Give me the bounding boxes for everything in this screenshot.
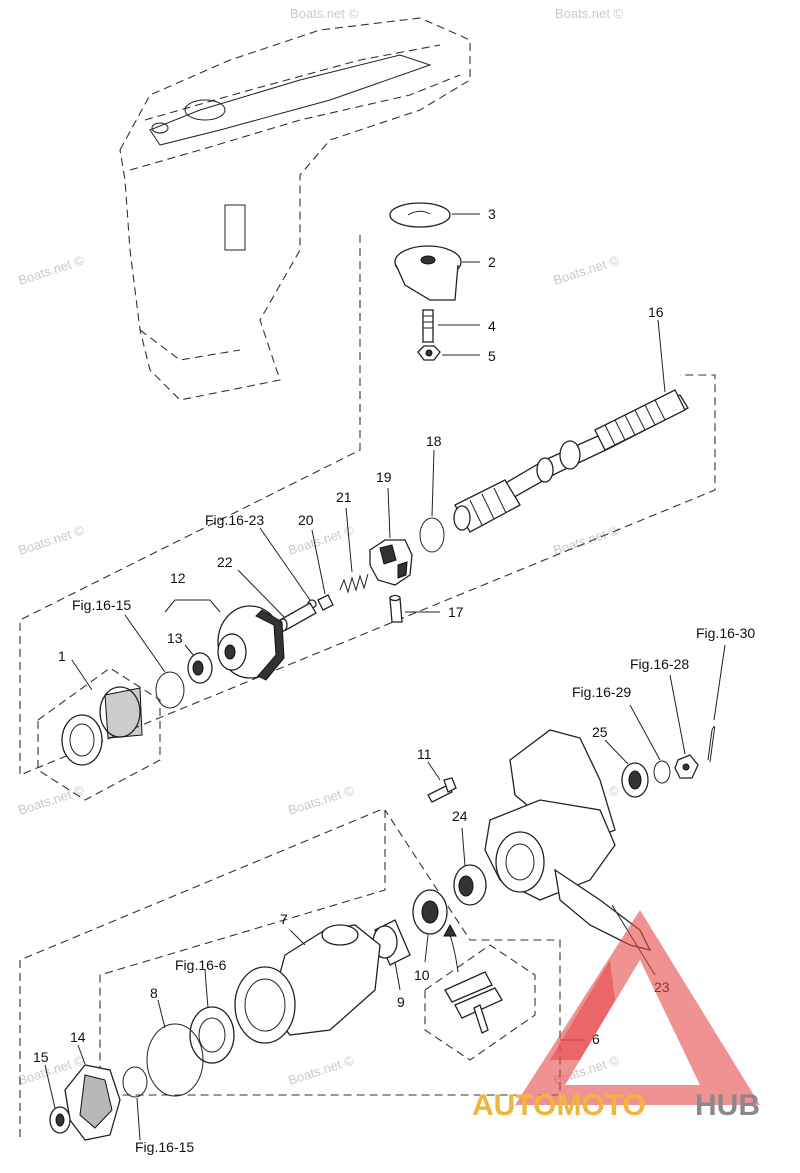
watermark: Boats.net © — [286, 782, 356, 817]
label-20: 20 — [298, 512, 314, 528]
label-14: 14 — [70, 1029, 86, 1045]
lower-unit-housing — [119, 17, 471, 401]
part-7-shaft-housing — [234, 924, 381, 1044]
label-18: 18 — [426, 433, 442, 449]
brand-logo: AUTOMOTO HUB — [472, 910, 760, 1122]
label-2: 2 — [488, 254, 496, 270]
label-fig16-15-upper: Fig.16-15 — [72, 597, 131, 613]
logo-triangle-icon — [515, 910, 760, 1105]
label-7: 7 — [280, 911, 288, 927]
label-fig16-30: Fig.16-30 — [696, 625, 755, 641]
watermark: Boats.net © — [286, 522, 356, 557]
assembly-boxes — [19, 235, 716, 1140]
label-9: 9 — [397, 994, 405, 1010]
shim-ring-fig16-15-upper — [124, 614, 185, 709]
label-21: 21 — [336, 489, 352, 505]
watermark: Boats.net © — [290, 6, 359, 21]
part-2-trim-tab — [394, 245, 480, 301]
watermark: Boats.net © — [551, 522, 621, 557]
part-labels: 3 2 4 5 16 18 19 21 20 Fig.16-23 22 17 1… — [33, 206, 755, 1155]
nut-fig16-28 — [669, 674, 699, 779]
part-11-bolt — [427, 761, 457, 803]
label-10: 10 — [414, 967, 430, 983]
part-15-shim — [44, 1064, 71, 1134]
part-6-subassembly — [444, 971, 585, 1041]
part-25-washer — [604, 739, 649, 798]
washer-fig16-29 — [629, 704, 671, 784]
watermark: Boats.net © — [555, 6, 624, 21]
part-16-drive-shaft — [453, 319, 689, 533]
part-1-tapered-bearing — [61, 659, 143, 766]
arrow-indicator — [443, 923, 459, 973]
brand-name-part2: HUB — [695, 1089, 760, 1122]
watermark: Boats.net © — [551, 252, 621, 287]
label-fig16-28: Fig.16-28 — [630, 656, 689, 672]
label-4: 4 — [488, 318, 496, 334]
label-24: 24 — [452, 808, 468, 824]
part-10-bearing — [412, 889, 448, 963]
cotter-pin-fig16-30 — [707, 644, 726, 763]
label-16: 16 — [648, 304, 664, 320]
label-11: 11 — [417, 746, 432, 762]
watermark: Boats.net © — [16, 782, 86, 817]
part-18-circlip — [419, 449, 445, 553]
part-23-propeller — [484, 729, 656, 976]
watermarks: Boats.net © Boats.net © Boats.net © Boat… — [16, 6, 623, 1088]
part-24-spacer — [453, 827, 487, 906]
label-fig16-23: Fig.16-23 — [205, 512, 264, 528]
part-13-needle-bearing — [184, 644, 213, 684]
label-6: 6 — [592, 1031, 600, 1047]
part-22-plunger — [237, 569, 317, 632]
part-3-anode-cover — [389, 202, 480, 228]
part-12-forward-gear — [164, 599, 285, 681]
watermark: Boats.net © — [16, 522, 86, 557]
label-8: 8 — [150, 985, 158, 1001]
part-5-nut — [417, 345, 480, 361]
brand-name-part1: AUTOMOTO — [472, 1089, 646, 1122]
label-fig16-15-lower: Fig.16-15 — [135, 1139, 194, 1155]
part-17-cross-pin — [389, 594, 440, 623]
part-21-spring — [339, 507, 369, 594]
part-20-ball — [311, 529, 334, 611]
label-5: 5 — [488, 348, 496, 364]
watermark: Boats.net © — [286, 1052, 356, 1087]
part-8-o-ring — [146, 999, 204, 1097]
label-fig16-29: Fig.16-29 — [572, 684, 631, 700]
label-1: 1 — [58, 648, 66, 664]
label-25: 25 — [592, 724, 608, 740]
label-15: 15 — [33, 1049, 49, 1065]
watermark: Boats.net © — [16, 252, 86, 287]
label-22: 22 — [217, 554, 233, 570]
label-13: 13 — [167, 630, 183, 646]
label-3: 3 — [488, 206, 496, 222]
part-19-clutch-dog — [369, 487, 413, 586]
part-14-reverse-gear — [64, 1044, 121, 1141]
bearing-fig16-6 — [189, 969, 235, 1064]
part-4-bolt — [422, 309, 480, 343]
label-12: 12 — [170, 570, 186, 586]
label-17: 17 — [448, 604, 464, 620]
label-19: 19 — [376, 469, 392, 485]
shim-ring-fig16-15-lower — [122, 1066, 148, 1141]
label-fig16-6: Fig.16-6 — [175, 957, 227, 973]
